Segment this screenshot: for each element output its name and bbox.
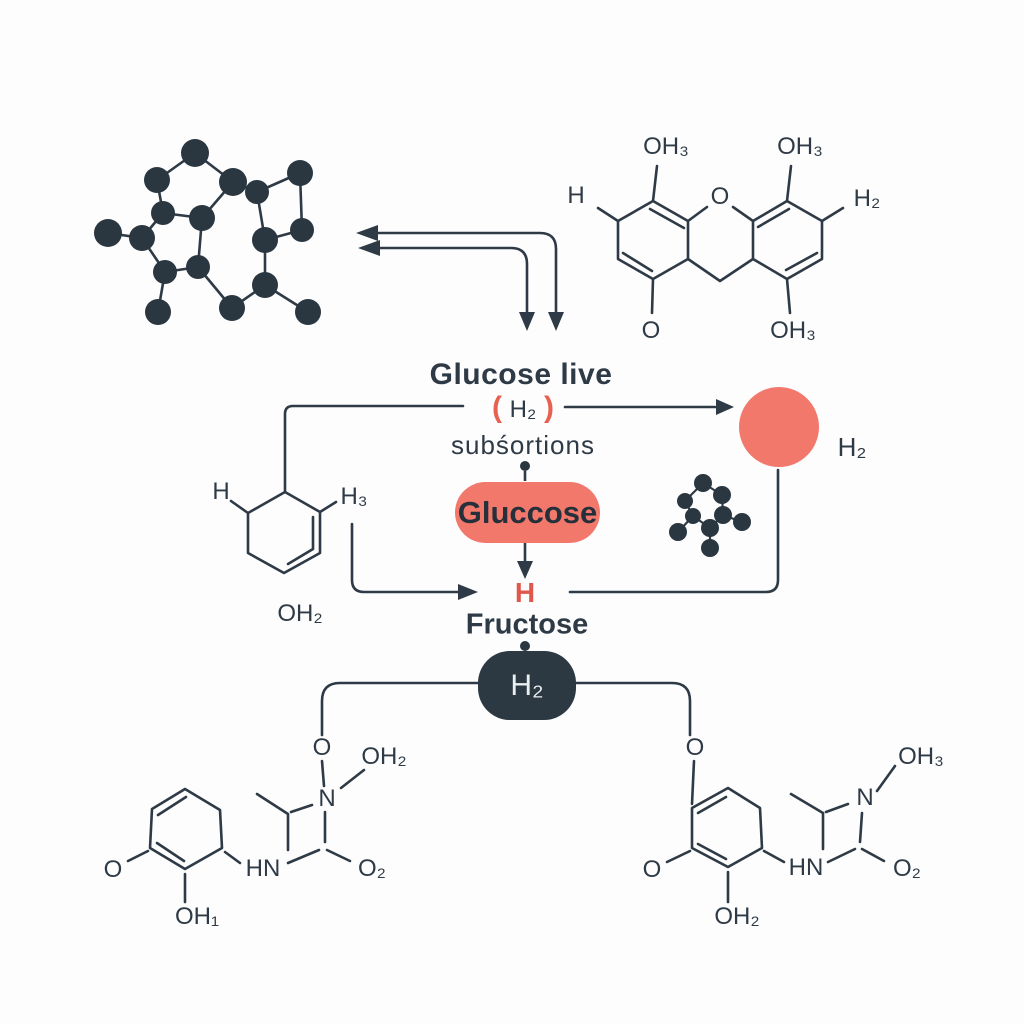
xanthene-oh3-top-right-label: OH₃ <box>777 133 823 160</box>
fructose-label: Fructose <box>465 608 589 641</box>
amide-structure-left <box>126 759 366 904</box>
h2-pill-label: H₂ <box>510 668 544 702</box>
curved-arrow-to-h <box>350 522 460 594</box>
glucose-pill-label: Gluccose <box>457 494 598 530</box>
double-elbow-arrowheads <box>356 225 564 331</box>
amide-left-o-top-label: O <box>312 734 332 761</box>
xanthene-oh3-top-left-label: OH₃ <box>643 133 689 160</box>
double-elbow-arrow-icon <box>376 231 558 317</box>
cyclohexene-structure <box>229 404 465 575</box>
molecule-network-nodes <box>94 139 321 325</box>
glucose-down-arrowhead <box>517 561 533 579</box>
h2-pill: H₂ <box>478 651 576 720</box>
glucose-pill: Gluccose <box>455 482 600 543</box>
amide-left-oh2-label: OH₂ <box>361 743 407 770</box>
cyclohexene-h3-label: H₃ <box>340 483 368 510</box>
curved-arrow-head <box>458 584 478 600</box>
cyclohexene-oh2-label: OH₂ <box>277 600 323 627</box>
amide-left-oh1-label: OH₁ <box>174 903 220 930</box>
xanthene-h-left-label: H <box>567 182 585 209</box>
diagram-subtitle: subśortions <box>451 430 595 460</box>
amide-right-oh3-label: OH₃ <box>898 743 944 770</box>
header-h2-label: H₂ <box>509 396 537 423</box>
amide-right-hn-label: HN <box>788 854 824 881</box>
paren-open: ( <box>492 391 502 424</box>
amide-left-n-label: N <box>318 785 336 812</box>
xanthene-structure <box>596 164 845 315</box>
h2-pill-branch-connectors <box>320 681 692 737</box>
xanthene-h2-right-label: H₂ <box>853 185 881 212</box>
cyclohexene-h-label: H <box>212 478 230 505</box>
connector-dot-top <box>520 461 530 471</box>
amide-right-o2-label: O₂ <box>893 855 921 882</box>
small-molecule-cluster <box>676 481 744 550</box>
diagram-title: Glucose live <box>429 358 613 391</box>
circle-h2-label: H₂ <box>837 432 867 462</box>
arrow-to-red-circle-head <box>716 399 734 415</box>
amide-left-o-left-label: O <box>103 856 123 883</box>
connector-dot-bottom <box>520 641 530 651</box>
amide-left-o2-label: O₂ <box>358 855 386 882</box>
amide-structure-right <box>665 759 897 904</box>
small-molecule-nodes <box>669 474 751 557</box>
amide-right-oh2-label: OH₂ <box>714 903 760 930</box>
xanthene-o-center-label: O <box>710 183 730 210</box>
amide-left-hn-label: HN <box>245 855 281 882</box>
red-circle-node <box>739 387 819 467</box>
circle-to-h-connector <box>568 468 780 594</box>
amide-right-o-top-label: O <box>685 734 705 761</box>
paren-close: ) <box>544 391 554 424</box>
amide-right-n-label: N <box>856 784 874 811</box>
amide-right-o-left-label: O <box>642 856 662 883</box>
xanthene-o-bottom-label: O <box>641 317 661 344</box>
h-intermediate-label: H <box>514 577 536 608</box>
xanthene-oh3-bottom-label: OH₃ <box>770 317 816 344</box>
